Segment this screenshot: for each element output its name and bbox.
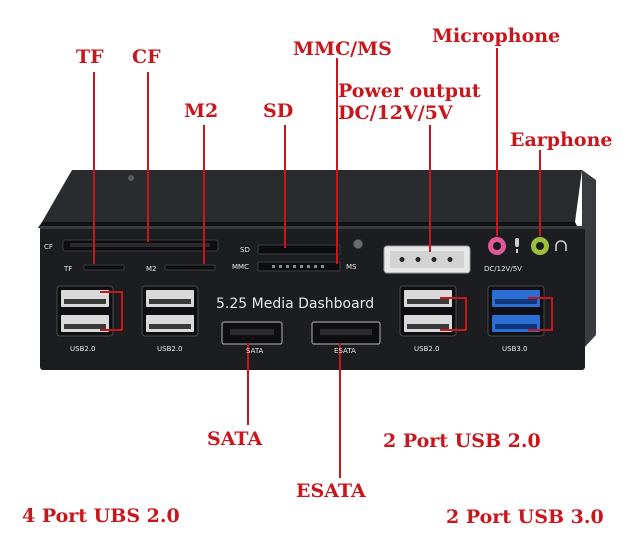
tf-callout: TF — [76, 46, 104, 68]
headphone-symbol-icon — [555, 240, 567, 251]
power-output-callout: Power output — [338, 80, 481, 102]
m2-slot — [164, 264, 216, 271]
chassis-screw — [128, 175, 134, 181]
usb2-4port-bracket — [100, 291, 123, 331]
chassis-side — [582, 170, 596, 350]
usb3-2port-callout: 2 Port USB 3.0 — [446, 506, 604, 528]
microphone-symbol-icon — [515, 238, 519, 253]
usb3-bracket — [528, 297, 553, 331]
molex-inner — [390, 251, 464, 268]
sd-label: SD — [240, 246, 250, 254]
sd-callout: SD — [263, 100, 294, 122]
sata-label: SATA — [246, 347, 264, 355]
callout-lines — [93, 48, 553, 478]
m2-callout: M2 — [184, 100, 219, 122]
usb2-port-group-2 — [141, 285, 199, 337]
sd-slot — [257, 244, 341, 255]
sata-callout: SATA — [207, 428, 263, 450]
usb2-port-group-3 — [399, 285, 457, 337]
chassis-top — [42, 170, 582, 222]
earphone-callout: Earphone — [510, 129, 613, 151]
esata-callout: ESATA — [296, 480, 366, 502]
usb3-port-group — [487, 285, 545, 337]
cf-callout: CF — [132, 46, 161, 68]
power-voltage-callout: DC/12V/5V — [338, 102, 453, 124]
usb2-2port-bracket — [440, 297, 467, 331]
tf-label: TF — [64, 265, 73, 273]
cf-label: CF — [44, 243, 53, 251]
usb2-2port-callout: 2 Port USB 2.0 — [383, 430, 541, 452]
usb2-label-3: USB2.0 — [414, 345, 440, 353]
tf-slot — [83, 264, 125, 271]
power-label: DC/12V/5V — [484, 265, 522, 273]
power-led — [352, 238, 364, 250]
usb3-label: USB3.0 — [502, 345, 528, 353]
usb2-4port-callout: 4 Port UBS 2.0 — [22, 505, 180, 527]
front-panel-highlight — [40, 226, 585, 229]
molex-pins — [399, 257, 453, 262]
microphone-callout: Microphone — [432, 25, 561, 47]
mmc-ms-callout: MMC/MS — [293, 38, 392, 60]
mmc-label: MMC — [232, 263, 249, 271]
usb2-label-2: USB2.0 — [157, 345, 183, 353]
usb2-label-1: USB2.0 — [70, 345, 96, 353]
usb2-port-group-1 — [56, 285, 114, 337]
esata-label: ESATA — [334, 347, 356, 355]
m2-label: M2 — [146, 265, 157, 273]
cf-slot-pins — [70, 243, 210, 247]
mmc-ms-slot — [257, 261, 341, 272]
panel-title: 5.25 Media Dashboard — [216, 296, 375, 312]
mmc-ms-pins — [272, 265, 324, 268]
ms-label: MS — [346, 263, 357, 271]
